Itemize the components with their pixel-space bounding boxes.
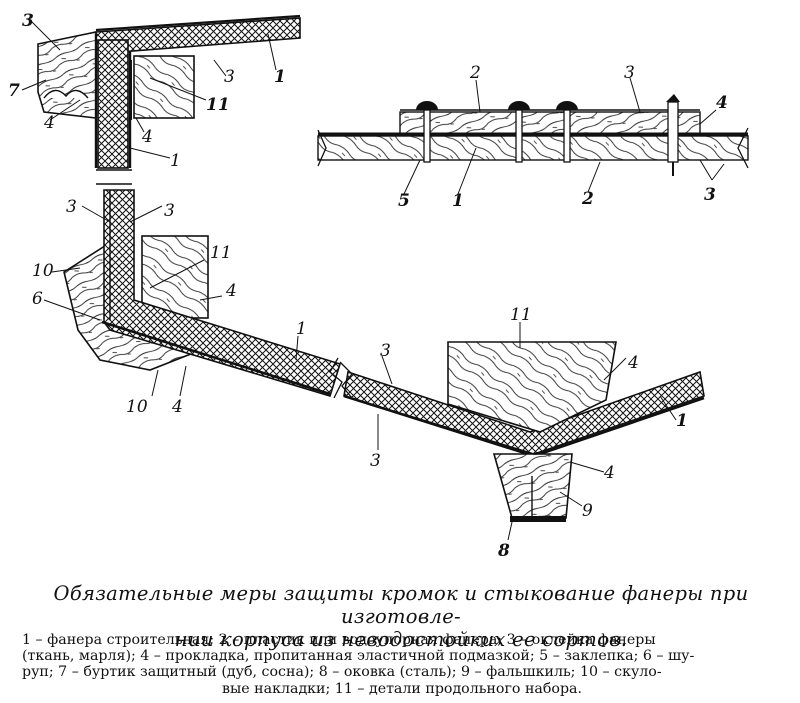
- label-1-a: 1: [274, 67, 286, 87]
- label-3-e: 3: [624, 63, 635, 83]
- caption-line-2: нии корпуса из неводостойких ее сортов.: [174, 628, 628, 651]
- label-4-c: 4: [716, 93, 728, 113]
- label-3-b: 3: [224, 67, 235, 87]
- legend-line-1: 1 – фанера строительная; 2 – пластик или…: [22, 632, 656, 648]
- label-4-f: 4: [627, 353, 639, 373]
- label-7: 7: [8, 81, 20, 101]
- label-3-c: 3: [66, 197, 77, 217]
- rivets: [416, 94, 680, 176]
- figure-legend: 1 – фанера строительная; 2 – пластик или…: [22, 632, 782, 697]
- label-4-e: 4: [171, 397, 183, 417]
- label-10-b: 10: [126, 397, 148, 417]
- label-3-a: 3: [22, 11, 34, 31]
- label-11-b: 11: [210, 243, 232, 263]
- label-4-g: 4: [603, 463, 615, 483]
- label-2-b: 2: [469, 63, 481, 83]
- leader-lines: [21, 19, 725, 541]
- label-11-a: 11: [206, 95, 230, 115]
- chine-detail: [63, 189, 343, 399]
- deck-edge-detail: [37, 14, 301, 185]
- label-4-d: 4: [225, 281, 237, 301]
- legend-line-2: (ткань, марля); 4 – прокладка, пропитанн…: [22, 648, 695, 665]
- label-4-b: 4: [141, 127, 153, 147]
- riveted-joint-detail: [317, 94, 749, 176]
- caption-line-1: Обязательные меры защиты кромок и стыков…: [53, 582, 749, 628]
- label-2-c: 2: [581, 189, 594, 209]
- label-9: 9: [582, 501, 593, 521]
- label-3-f: 3: [704, 185, 716, 205]
- label-3-g: 3: [380, 341, 391, 361]
- label-1-e: 1: [676, 411, 688, 431]
- technical-drawing: 3 7 4 11 3 1 4 1 3 3 2 3 4 5 1 2 3 11 10…: [8, 11, 749, 561]
- label-3-d: 3: [164, 201, 175, 221]
- label-4-a: 4: [43, 113, 55, 133]
- legend-line-3: руп; 7 – буртик защитный (дуб, сосна); 8…: [22, 664, 662, 681]
- label-1-c: 1: [452, 191, 464, 211]
- label-3-h: 3: [370, 451, 381, 471]
- label-6: 6: [32, 289, 43, 309]
- label-1-b: 1: [170, 151, 181, 171]
- label-5: 5: [398, 191, 410, 211]
- keel-detail: [339, 341, 705, 522]
- label-8: 8: [497, 541, 510, 561]
- legend-line-4: вые накладки; 11 – детали продольного на…: [222, 680, 582, 697]
- label-11-c: 11: [510, 305, 532, 325]
- label-1-d: 1: [296, 319, 307, 339]
- figure-caption: Обязательные меры защиты кромок и стыков…: [20, 582, 782, 651]
- label-10-a: 10: [32, 261, 54, 281]
